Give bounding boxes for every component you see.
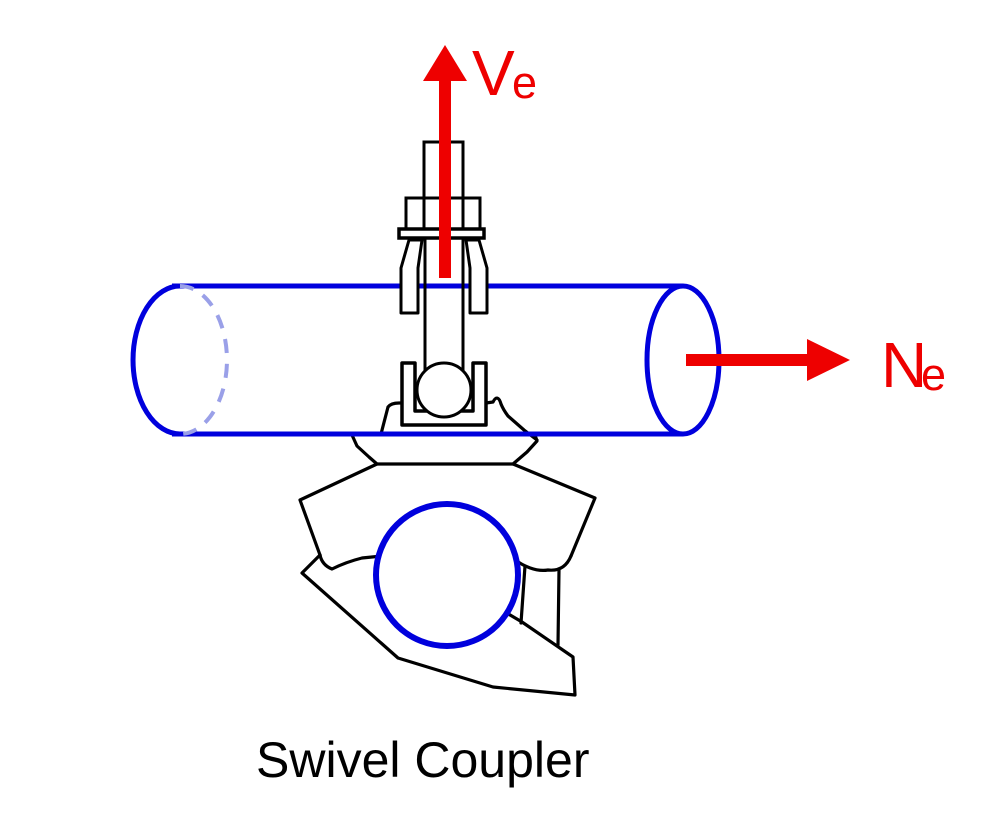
saddle-right-wing <box>484 396 539 442</box>
hook-leg-left <box>399 238 424 315</box>
body-left-corner <box>318 553 384 571</box>
vertical-force-arrow <box>423 45 467 278</box>
gate-left-edge <box>519 564 527 625</box>
tube-left-cap-hidden-edge <box>179 284 229 436</box>
tube-left-cap <box>130 283 181 437</box>
horizontal-force-label: N <box>881 329 927 401</box>
vertical-force-label: V <box>472 37 515 109</box>
body-left-edge <box>298 462 379 557</box>
body-right-shoulder-bottom <box>512 554 573 572</box>
body-lower-jaw <box>300 553 577 697</box>
horizontal-arrow-head <box>807 339 850 381</box>
saddle-left-wing <box>379 401 406 436</box>
pivot-ball <box>415 361 473 419</box>
horizontal-force-subscript: e <box>921 349 946 400</box>
coupler-body <box>298 396 597 697</box>
clamp-hardware <box>399 238 489 427</box>
hook-leg-right <box>464 238 489 315</box>
vertical-arrow-shaft <box>439 78 451 278</box>
lower-tube-cross-section <box>373 501 521 649</box>
vertical-force-subscript: e <box>512 57 537 108</box>
horizontal-force-arrow <box>686 339 850 381</box>
saddle-plate <box>350 433 539 466</box>
gate-right-edge <box>556 568 561 647</box>
diagram-caption: Swivel Coupler <box>256 732 589 788</box>
vertical-arrow-head <box>423 45 467 81</box>
body-right-shoulder <box>511 462 597 558</box>
horizontal-arrow-shaft <box>686 354 810 366</box>
